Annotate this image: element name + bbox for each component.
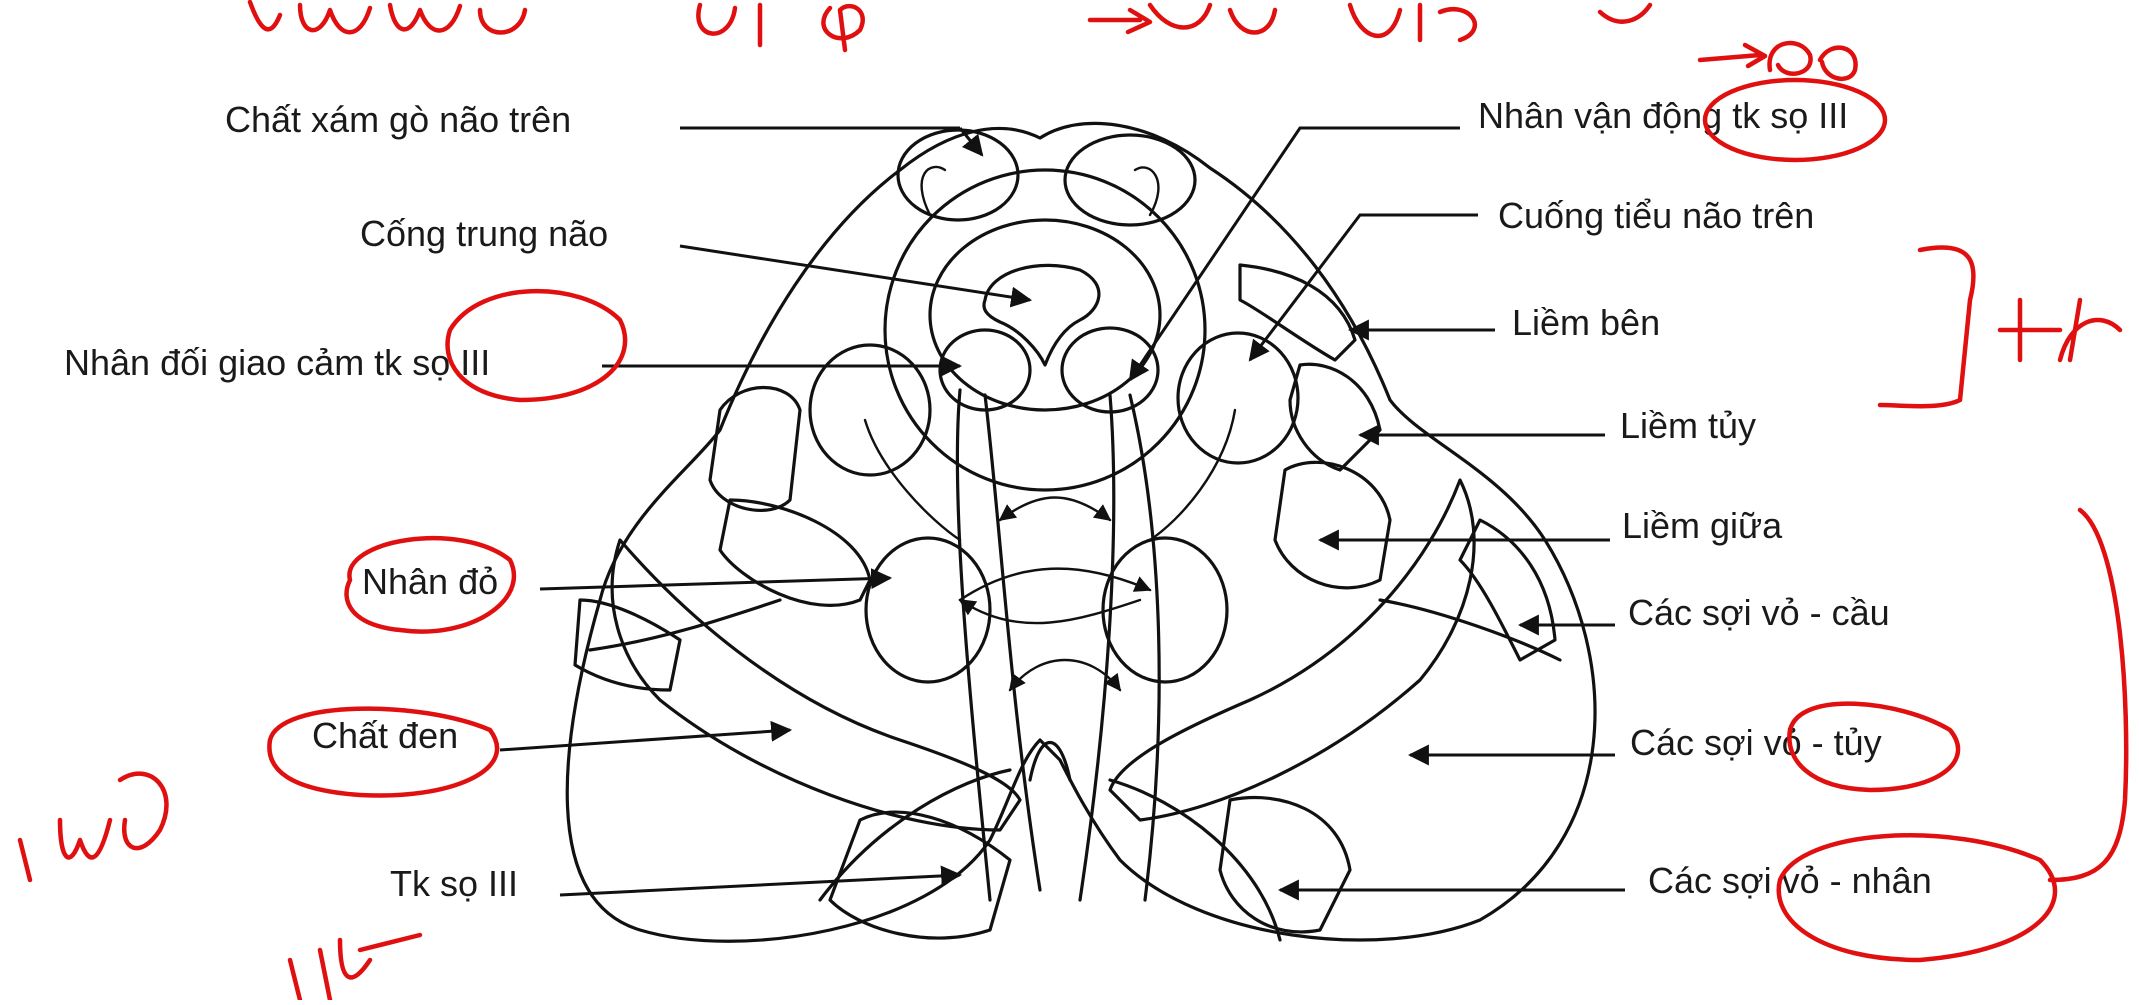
- superior-colliculus-left: [896, 128, 1020, 222]
- label-corticopontine: Các sợi vỏ - cầu: [1628, 592, 1890, 633]
- medial-lemniscus-right: [1273, 460, 1392, 590]
- labels-left: Chất xám gò não trên Cống trung não Nhân…: [64, 99, 608, 904]
- ventral-midline: [1028, 740, 1072, 782]
- divider-lower-right: [1108, 778, 1282, 942]
- leader-substantia-nigra: [499, 720, 793, 752]
- circle-red-nucleus: [344, 535, 517, 634]
- circle-parasympathetic: [445, 288, 628, 403]
- divider-lower-left: [818, 768, 1012, 902]
- handwriting-left-margin: [17, 771, 169, 883]
- peduncle-tract-right: [1148, 408, 1237, 542]
- leader-superior-cerebellar-peduncle: [1248, 213, 1478, 362]
- handwriting-tr: [1997, 297, 2123, 363]
- handwriting-top-scribble: [247, 0, 1653, 53]
- colliculus-tract-left: [920, 165, 947, 217]
- cn3-fiber-2: [983, 393, 1042, 892]
- oculomotor-nucleus-left: [938, 328, 1032, 412]
- corticopontine-left: [573, 598, 682, 692]
- labels-right: Nhân vận động tk sọ III Cuống tiểu não t…: [1478, 95, 1932, 901]
- circle-substantia-nigra: [267, 706, 500, 798]
- decussation-mid-b: [958, 598, 1142, 625]
- circle-corticonuclear: [1776, 833, 2058, 963]
- cerebellar-peduncle-right: [1176, 331, 1300, 465]
- leader-red-nucleus: [539, 568, 893, 591]
- lemniscus-left-lower: [718, 498, 872, 607]
- bracket-lower: [2047, 507, 2129, 883]
- peduncle-tract-left: [863, 418, 962, 542]
- corticopontine-right: [1458, 518, 1557, 662]
- spinal-lemniscus-right: [1288, 362, 1382, 472]
- bracket-upper: [1877, 245, 1976, 409]
- corticonuclear-right: [1218, 795, 1352, 934]
- superior-colliculus-right: [1063, 133, 1197, 227]
- handwritten-annotations: [17, 0, 2129, 1003]
- leader-oculomotor-nucleus: [1128, 126, 1460, 382]
- central-grey-inner: [928, 218, 1162, 412]
- label-superior-colliculus-grey: Chất xám gò não trên: [225, 99, 571, 140]
- decussation-lower: [1008, 658, 1122, 692]
- handwriting-bottom-left: [287, 932, 423, 1003]
- label-spinal-lemniscus: Liềm tủy: [1620, 405, 1756, 446]
- leader-cn3: [559, 865, 963, 897]
- label-lateral-lemniscus: Liềm bên: [1512, 302, 1660, 343]
- divider-right: [1378, 598, 1562, 662]
- midbrain-section: [565, 121, 1597, 943]
- label-medial-lemniscus: Liềm giữa: [1622, 505, 1783, 546]
- cn3-fiber-3: [1078, 393, 1116, 902]
- label-corticospinal: Các sợi vỏ - tủy: [1630, 722, 1882, 763]
- label-cn3: Tk sọ III: [390, 863, 518, 904]
- substantia-nigra-right: [1108, 478, 1476, 822]
- cerebellar-peduncle-left: [808, 343, 932, 477]
- circle-oculomotor-motor: [1702, 77, 1888, 163]
- red-nucleus-right: [1101, 536, 1229, 684]
- label-superior-cerebellar-peduncle: Cuống tiểu não trên: [1498, 195, 1814, 236]
- decussation-upper: [998, 496, 1112, 522]
- decussation-mid-a: [958, 567, 1152, 602]
- label-substantia-nigra: Chất đen: [312, 715, 458, 756]
- leader-superior-colliculus-grey-tip: [958, 127, 984, 157]
- lemniscus-left-medial: [708, 386, 802, 512]
- handwriting-arrow-60: [1697, 40, 1858, 82]
- midbrain-outline: [565, 121, 1597, 943]
- cn3-fiber-4: [1128, 393, 1161, 902]
- label-oculomotor-nucleus: Nhân vận động tk sọ III: [1478, 95, 1848, 136]
- corticonuclear-left: [828, 810, 1012, 940]
- leader-cerebral-aqueduct: [679, 244, 1033, 308]
- label-cerebral-aqueduct: Cống trung não: [360, 213, 608, 254]
- leader-lines: [499, 126, 1625, 901]
- circle-corticospinal: [1787, 701, 1961, 793]
- cerebral-aqueduct: [982, 263, 1101, 367]
- lateral-lemniscus-right: [1238, 263, 1357, 362]
- colliculus-tract-right: [1133, 166, 1160, 217]
- label-red-nucleus: Nhân đỏ: [362, 561, 498, 602]
- divider-left: [588, 598, 782, 652]
- central-grey-outer: [883, 168, 1207, 492]
- red-nucleus-left: [864, 536, 992, 684]
- label-parasympathetic-nucleus: Nhân đối giao cảm tk sọ III: [64, 342, 490, 383]
- substantia-nigra-left: [610, 538, 1022, 832]
